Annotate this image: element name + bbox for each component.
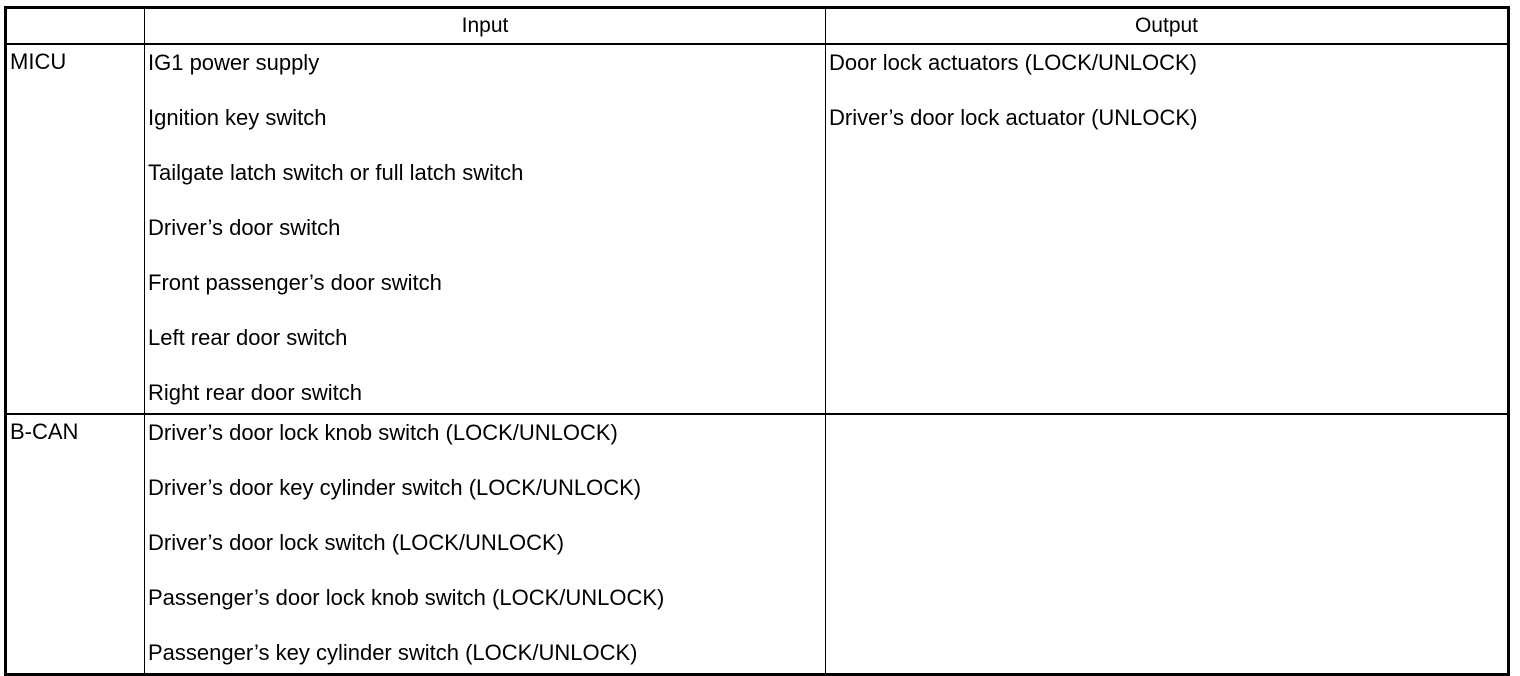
input-item: Ignition key switch <box>148 105 327 130</box>
input-item: IG1 power supply <box>148 50 320 75</box>
input-item: Driver’s door switch <box>148 215 341 240</box>
input-item: Tailgate latch switch or full latch swit… <box>148 160 524 185</box>
header-input: Input <box>144 7 826 45</box>
input-cell-bcan: Driver’s door lock knob switch (LOCK/UNL… <box>144 413 826 675</box>
output-cell-micu: Door lock actuators (LOCK/UNLOCK) Driver… <box>825 43 1509 415</box>
input-item: Front passenger’s door switch <box>148 270 442 295</box>
input-list-bcan: Driver’s door lock knob switch (LOCK/UNL… <box>145 415 825 672</box>
input-item: Passenger’s key cylinder switch (LOCK/UN… <box>148 640 638 665</box>
table-row-micu: MICU IG1 power supply Ignition key switc… <box>5 43 1509 415</box>
output-item: Driver’s door lock actuator (UNLOCK) <box>829 105 1198 130</box>
input-item: Driver’s door lock knob switch (LOCK/UNL… <box>148 420 618 445</box>
unit-cell-micu: MICU <box>5 43 145 415</box>
unit-cell-bcan: B-CAN <box>5 413 145 675</box>
input-item: Passenger’s door lock knob switch (LOCK/… <box>148 585 665 610</box>
input-item: Left rear door switch <box>148 325 348 350</box>
header-row: Input Output <box>5 7 1509 45</box>
input-item: Driver’s door key cylinder switch (LOCK/… <box>148 475 642 500</box>
input-item: Right rear door switch <box>148 380 362 405</box>
table-row-bcan: B-CAN Driver’s door lock knob switch (LO… <box>5 413 1509 675</box>
input-cell-micu: IG1 power supply Ignition key switch Tai… <box>144 43 826 415</box>
input-output-table: Input Output MICU IG1 power supply Ignit… <box>4 6 1510 676</box>
output-item: Door lock actuators (LOCK/UNLOCK) <box>829 50 1197 75</box>
output-cell-bcan <box>825 413 1509 675</box>
output-list-micu: Door lock actuators (LOCK/UNLOCK) Driver… <box>826 45 1507 137</box>
input-list-micu: IG1 power supply Ignition key switch Tai… <box>145 45 825 412</box>
header-unit <box>5 7 145 45</box>
input-item: Driver’s door lock switch (LOCK/UNLOCK) <box>148 530 565 555</box>
header-output: Output <box>825 7 1509 45</box>
